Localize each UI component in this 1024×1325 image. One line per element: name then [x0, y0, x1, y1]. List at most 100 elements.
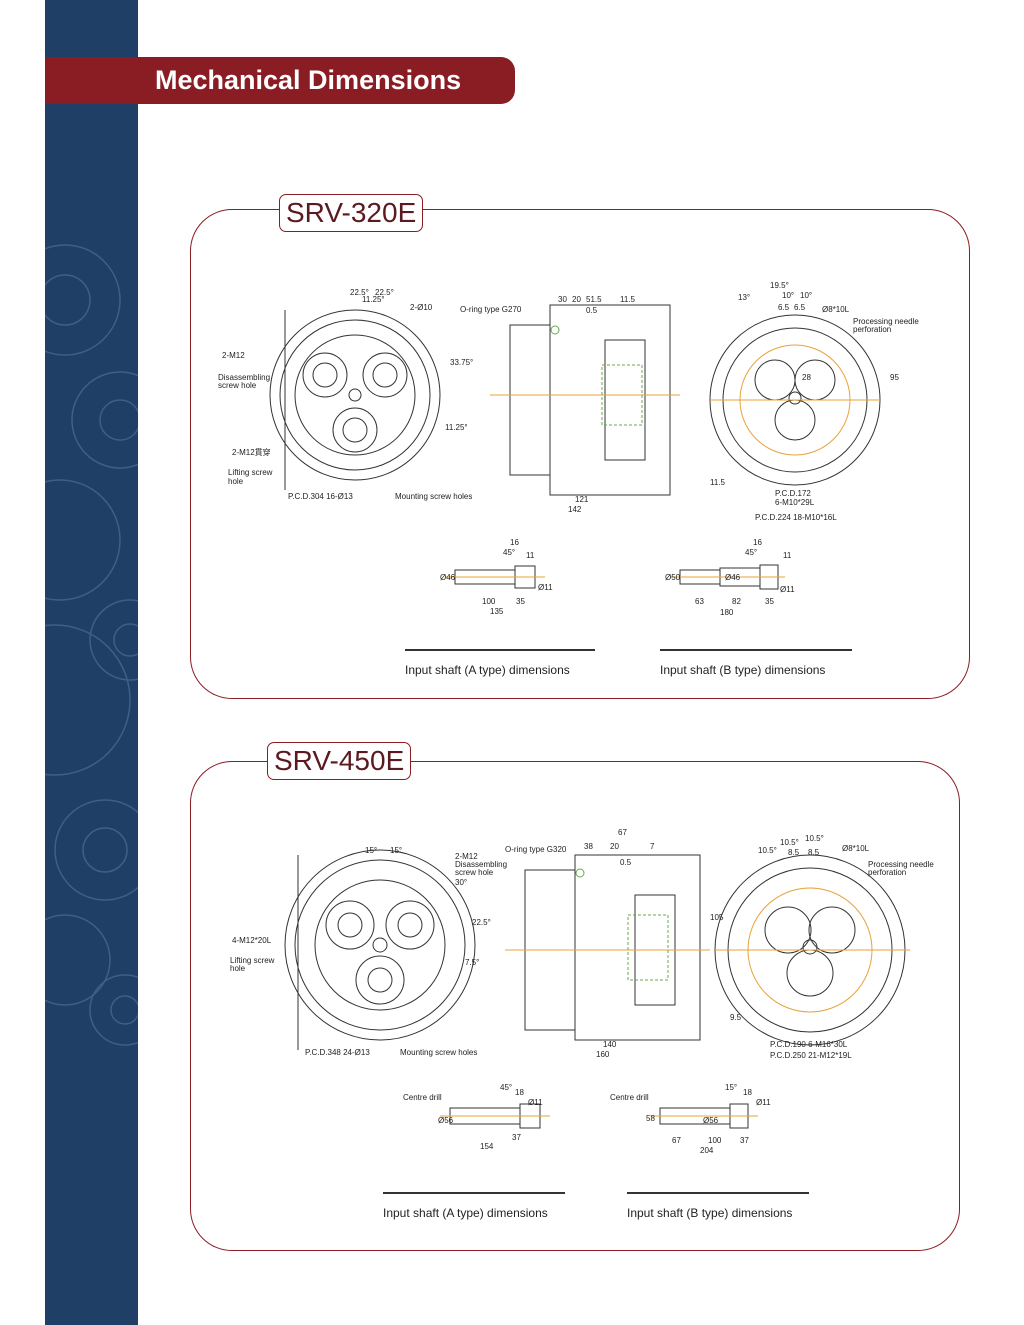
dim-text: 15°: [365, 846, 377, 855]
dim-text: 51.5: [586, 295, 602, 304]
dim-text: Ø11: [756, 1098, 771, 1107]
dim-text: 11.25°: [445, 423, 468, 432]
dim-text: 22.5°: [472, 918, 491, 927]
dim-text: 6.5: [794, 303, 806, 312]
dim-text: hole: [230, 964, 246, 973]
dim-text: 6.5: [778, 303, 790, 312]
dim-text: 180: [720, 608, 734, 617]
dim-text: 15°: [725, 1083, 737, 1092]
dim-text: 13°: [738, 293, 750, 302]
dim-text: 11: [783, 551, 792, 560]
dim-text: 18: [743, 1088, 752, 1097]
dim-text: Ø46: [725, 573, 741, 582]
gear-pattern-icon: [45, 244, 138, 1046]
dim-text: 2-M12: [455, 852, 478, 861]
dim-text: Centre drill: [403, 1093, 442, 1102]
dim-text: Ø50: [665, 573, 681, 582]
shaft-b: [650, 1103, 758, 1129]
dim-text: 10.5°: [758, 846, 777, 855]
dim-text: Processing needle: [868, 860, 934, 869]
dim-text: 2-Ø10: [410, 303, 433, 312]
dim-text: Disassembling: [455, 860, 507, 869]
dim-text: 121: [575, 495, 589, 504]
dim-text: 0.5: [586, 306, 598, 315]
caption-shaft-a-450: Input shaft (A type) dimensions: [383, 1192, 565, 1220]
dim-text: 8.5: [788, 848, 800, 857]
front-view: [284, 849, 476, 1050]
dim-text: 2-M12貫穿: [232, 447, 271, 457]
dim-text: Ø8*10L: [842, 844, 870, 853]
section-label-srv450e: SRV-450E: [267, 742, 412, 780]
dim-text: 10°: [800, 291, 812, 300]
dim-text: 30: [558, 295, 567, 304]
dim-text: screw hole: [455, 868, 494, 877]
dim-text: 135: [490, 607, 504, 616]
sidebar-decoration: [45, 0, 138, 1325]
dim-text: Mounting screw holes: [400, 1048, 477, 1057]
dim-text: Lifting screw: [228, 468, 273, 477]
title-banner: Mechanical Dimensions: [45, 57, 515, 104]
dim-text: Ø56: [438, 1116, 454, 1125]
dim-text: 4-M12*20L: [232, 936, 272, 945]
page-title: Mechanical Dimensions: [155, 65, 462, 95]
caption-shaft-a-320: Input shaft (A type) dimensions: [405, 649, 595, 677]
front-view: [269, 309, 441, 490]
shaft-a: [440, 1103, 550, 1129]
dim-text: 95: [890, 373, 899, 382]
dim-text: 140: [603, 1040, 617, 1049]
dim-text: Ø11: [528, 1098, 543, 1107]
dim-text: 16: [753, 538, 762, 547]
section-label-srv320e: SRV-320E: [279, 194, 424, 232]
dim-text: 33.75°: [450, 358, 473, 367]
drawing-srv450e: 15° 15° 30° 22.5° 7.5° 2-M12 Disassembli…: [210, 825, 950, 1170]
drawing-srv320e: 22.5° 22.5° 11.25° 33.75° 11.25° 2-Ø10 2…: [210, 280, 950, 645]
dim-text: 100: [482, 597, 496, 606]
dim-text: 204: [700, 1146, 714, 1155]
dim-text: 35: [516, 597, 525, 606]
dim-text: 20: [610, 842, 619, 851]
dim-text: 19.5°: [770, 281, 789, 290]
dim-text: 30°: [455, 878, 467, 887]
dim-text: 15°: [390, 846, 402, 855]
dim-text: 10°: [782, 291, 794, 300]
dim-text: screw hole: [218, 381, 257, 390]
dim-text: 10.5°: [805, 834, 824, 843]
dim-text: Processing needle: [853, 317, 919, 326]
dim-text: perforation: [868, 868, 906, 877]
dim-text: 20: [572, 295, 581, 304]
dim-text: Lifting screw: [230, 956, 275, 965]
dim-text: 18: [515, 1088, 524, 1097]
dim-text: O-ring type G270: [460, 305, 522, 314]
dim-text: 22.5°: [350, 288, 369, 297]
dim-text: Ø56: [703, 1116, 719, 1125]
dim-text: O-ring type G320: [505, 845, 567, 854]
dim-text: 63: [695, 597, 704, 606]
dim-text: 11.5: [710, 478, 726, 487]
dim-text: 7: [650, 842, 655, 851]
dim-text: 45°: [500, 1083, 512, 1092]
dim-text: 45°: [503, 548, 515, 557]
dim-text: 11.5: [620, 295, 636, 304]
dim-text: 38: [584, 842, 593, 851]
dim-text: 11: [526, 551, 535, 560]
shaft-b: [670, 564, 785, 590]
dim-text: P.C.D.190 6-M16*30L: [770, 1040, 848, 1049]
dim-text: P.C.D.348 24-Ø13: [305, 1048, 370, 1057]
dim-text: 2-M12: [222, 351, 245, 360]
dim-text: Ø11: [538, 583, 553, 592]
technical-drawing-icon: 15° 15° 30° 22.5° 7.5° 2-M12 Disassembli…: [230, 828, 934, 1155]
dim-text: Disassembling: [218, 373, 270, 382]
dim-text: Ø46: [440, 573, 456, 582]
dim-text: 16: [510, 538, 519, 547]
rear-view: [714, 854, 910, 1046]
dim-text: P.C.D.304 16-Ø13: [288, 492, 353, 501]
dim-text: 10.5°: [780, 838, 799, 847]
dim-text: 35: [765, 597, 774, 606]
dim-text: 160: [596, 1050, 610, 1059]
dim-text: 7.5°: [465, 958, 479, 967]
dim-text: P.C.D.224 18-M10*16L: [755, 513, 837, 522]
dim-text: 28: [802, 373, 811, 382]
dim-text: perforation: [853, 325, 891, 334]
side-view: [490, 304, 680, 496]
technical-drawing-icon: 22.5° 22.5° 11.25° 33.75° 11.25° 2-Ø10 2…: [218, 281, 919, 617]
